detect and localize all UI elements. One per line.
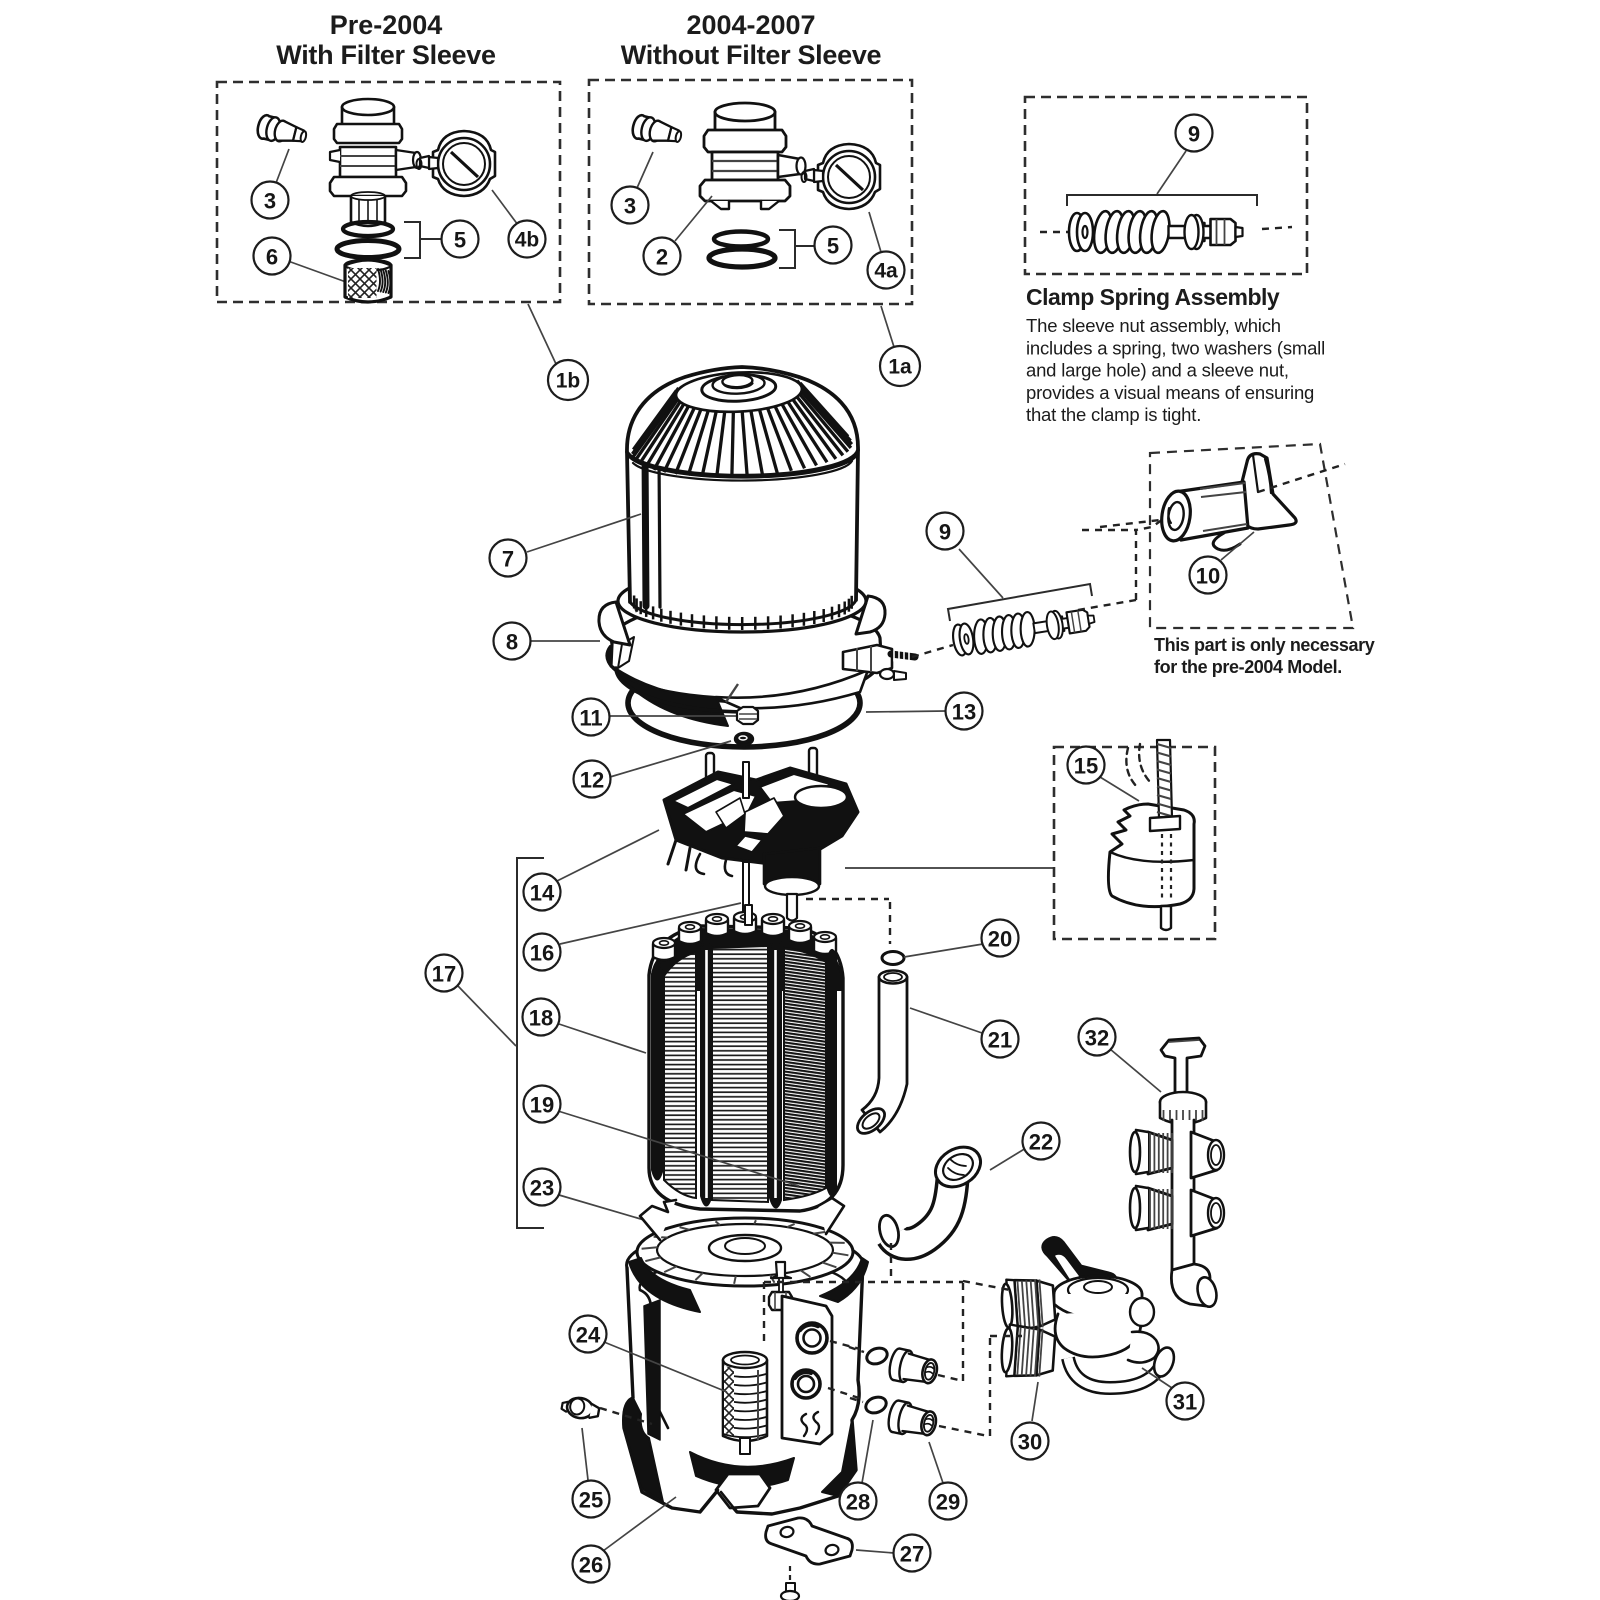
svg-text:24: 24 [576,1323,601,1348]
svg-text:15: 15 [1074,754,1098,779]
svg-text:that the clamp is tight.: that the clamp is tight. [1026,404,1201,425]
svg-text:16: 16 [530,941,554,966]
svg-text:1a: 1a [888,356,912,379]
svg-text:Clamp Spring Assembly: Clamp Spring Assembly [1026,284,1280,310]
svg-text:1b: 1b [556,370,581,393]
svg-text:30: 30 [1018,1430,1042,1455]
svg-text:28: 28 [846,1490,870,1515]
svg-text:7: 7 [502,547,514,572]
svg-text:5: 5 [827,234,839,259]
svg-text:19: 19 [530,1093,554,1118]
svg-text:provides a visual means of ens: provides a visual means of ensuring [1026,382,1314,403]
svg-text:14: 14 [530,881,555,906]
svg-text:The sleeve nut assembly, which: The sleeve nut assembly, which [1026,315,1281,336]
svg-text:26: 26 [579,1553,603,1578]
svg-text:10: 10 [1196,564,1220,589]
svg-text:22: 22 [1029,1130,1053,1155]
svg-text:6: 6 [266,245,278,270]
svg-text:8: 8 [506,630,518,655]
svg-text:for the pre-2004 Model.: for the pre-2004 Model. [1154,657,1342,677]
svg-text:includes a spring, two washers: includes a spring, two washers (small [1026,337,1325,358]
svg-text:20: 20 [988,927,1012,952]
svg-text:23: 23 [530,1176,554,1201]
svg-text:18: 18 [529,1006,553,1031]
svg-text:13: 13 [952,700,976,725]
svg-text:25: 25 [579,1488,603,1513]
svg-text:and large hole) and a sleeve n: and large hole) and a sleeve nut, [1026,360,1289,381]
svg-text:9: 9 [1188,122,1200,147]
svg-text:4a: 4a [874,260,898,283]
svg-text:31: 31 [1173,1390,1197,1415]
svg-text:This part is only necessary: This part is only necessary [1154,635,1375,655]
svg-text:5: 5 [454,228,466,253]
svg-text:Pre-2004: Pre-2004 [330,10,443,40]
svg-text:32: 32 [1085,1026,1109,1051]
svg-text:11: 11 [579,706,602,731]
svg-text:21: 21 [988,1028,1012,1053]
svg-text:17: 17 [432,962,456,987]
svg-text:9: 9 [939,520,951,545]
svg-text:With Filter Sleeve: With Filter Sleeve [276,40,496,70]
svg-text:3: 3 [624,194,636,219]
svg-text:3: 3 [264,189,276,214]
svg-text:4b: 4b [515,229,540,252]
svg-text:27: 27 [900,1542,924,1567]
svg-text:2: 2 [656,245,668,270]
svg-text:Without Filter Sleeve: Without Filter Sleeve [621,40,882,70]
svg-text:12: 12 [580,768,604,793]
svg-text:29: 29 [936,1490,960,1515]
svg-text:2004-2007: 2004-2007 [686,10,815,40]
